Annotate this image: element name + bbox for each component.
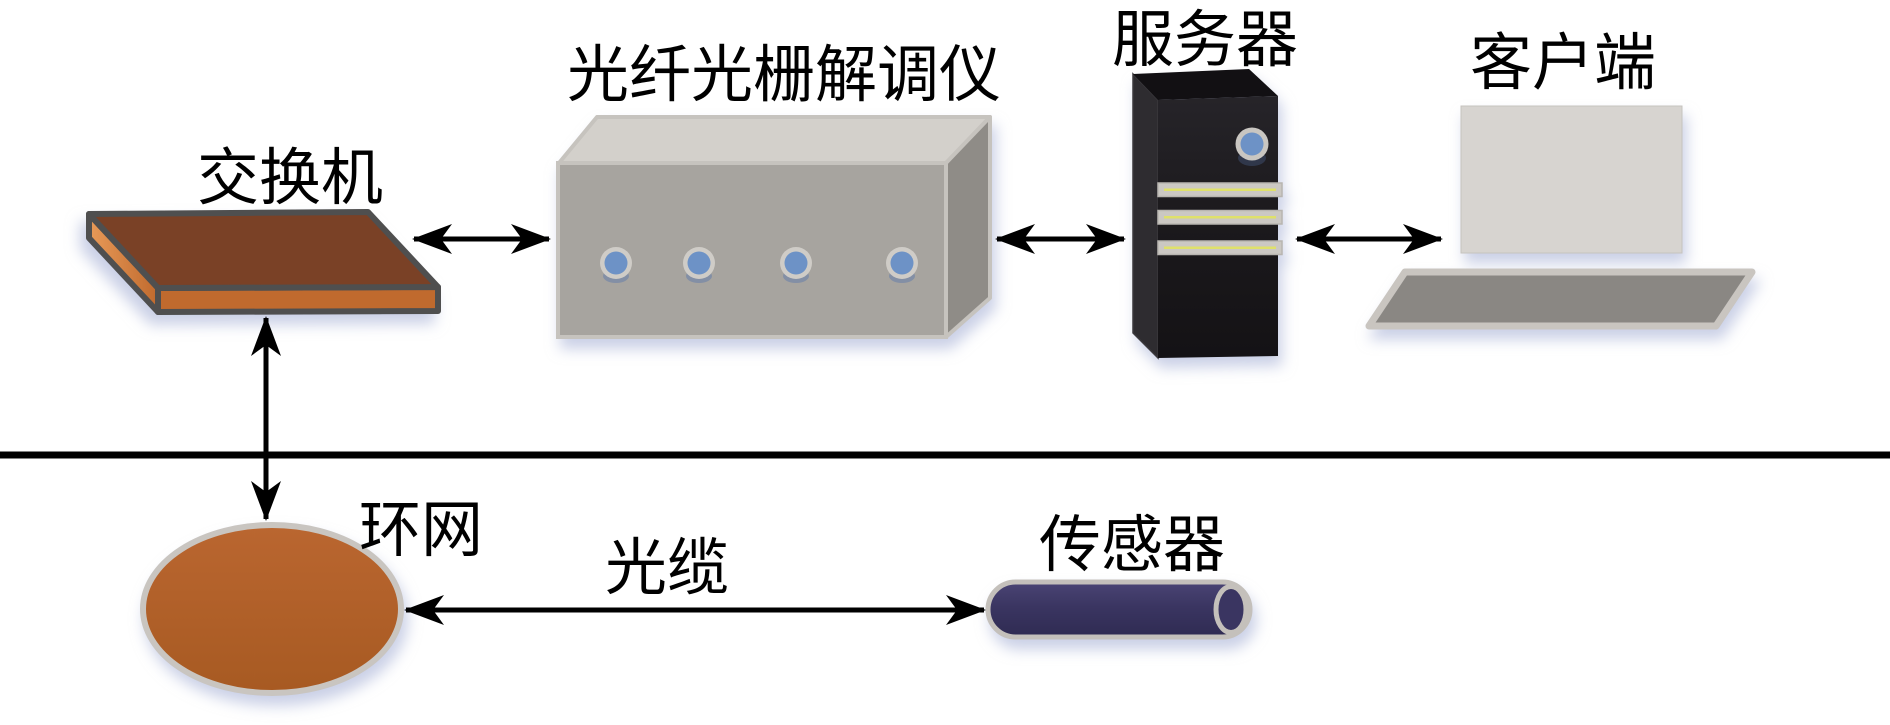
- server-shape: [1132, 69, 1283, 360]
- drive-bay: [1157, 209, 1283, 225]
- drive-bay: [1157, 182, 1283, 198]
- power-button-icon: [1235, 127, 1269, 166]
- ring-network-ellipse: [140, 522, 404, 696]
- server-top-face: [1133, 69, 1278, 100]
- sensor-shape: [985, 579, 1253, 640]
- optical-cable-label: 光缆: [605, 531, 729, 604]
- client-base: [1365, 268, 1756, 330]
- fiber-port: [780, 247, 812, 283]
- interrogator-label: 光纤光栅解调仪: [567, 38, 1001, 111]
- client-shape: [1365, 105, 1756, 330]
- server-side-face: [1132, 72, 1159, 360]
- port-blue-icon: [604, 251, 628, 275]
- fiber-port: [683, 247, 715, 283]
- client-monitor: [1460, 105, 1683, 254]
- power-blue: [1240, 132, 1264, 156]
- client-label: 客户端: [1470, 26, 1656, 99]
- sensor-cylinder-cap: [1213, 584, 1249, 635]
- sensor-label: 传感器: [1039, 508, 1225, 581]
- fiber-port: [600, 247, 632, 283]
- port-blue-icon: [687, 251, 711, 275]
- port-blue-icon: [784, 251, 808, 275]
- switch-label: 交换机: [197, 141, 383, 214]
- switch-shape: [86, 209, 441, 315]
- drive-bay: [1157, 240, 1283, 256]
- interrogator-top-face: [557, 115, 992, 165]
- ring-network-label: 环网: [359, 493, 483, 566]
- switch-top-face: [86, 209, 441, 291]
- ring-network-shape: [140, 522, 404, 696]
- interrogator-shape: [556, 115, 992, 339]
- port-blue-icon: [890, 251, 914, 275]
- sensor-cylinder-body: [985, 579, 1253, 640]
- fiber-port: [886, 247, 918, 283]
- server-label: 服务器: [1112, 3, 1298, 76]
